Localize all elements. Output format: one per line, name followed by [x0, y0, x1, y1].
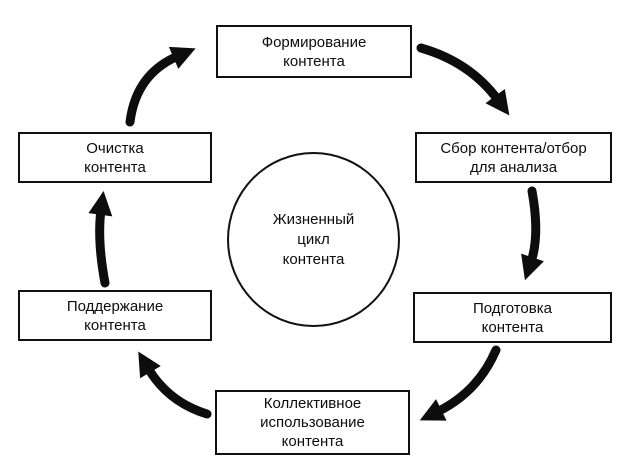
node-content-collection-selection: Сбор контента/отбор для анализа [415, 132, 612, 183]
node-content-preparation-line1: Подготовка [473, 299, 552, 317]
node-content-collective-use-line2: использование [260, 414, 365, 431]
arrow-sharing-to-maintenance-icon [138, 351, 212, 419]
node-content-formation: Формирование контента [216, 25, 412, 78]
arrow-formation-to-collection-icon [416, 43, 510, 116]
center-circle-line3: контента [282, 250, 345, 268]
node-content-collective-use-line3: контента [281, 433, 344, 450]
center-circle-content-lifecycle: Жизненный цикл контента [227, 152, 400, 327]
node-content-preparation-line2: контента [481, 318, 544, 336]
node-content-collective-use-line1: Коллективное [263, 395, 362, 412]
node-content-collection-line1: Сбор контента/отбор [440, 139, 587, 157]
node-content-cleanup: Очистка контента [18, 132, 212, 183]
arrow-cleanup-to-formation-icon [125, 46, 196, 127]
node-content-maintenance: Поддержание контента [18, 290, 212, 341]
center-circle-line2: цикл [297, 230, 330, 248]
node-content-formation-line2: контента [283, 52, 345, 70]
center-circle-line1: Жизненный [272, 210, 355, 228]
node-content-maintenance-line2: контента [84, 316, 146, 334]
node-content-cleanup-line2: контента [84, 158, 146, 176]
node-content-maintenance-line1: Поддержание [66, 297, 164, 315]
node-content-formation-line1: Формирование [261, 33, 367, 51]
node-content-collection-line2: для анализа [469, 158, 558, 176]
arrow-maintenance-to-cleanup-icon [88, 190, 113, 288]
node-content-cleanup-line1: Очистка [86, 139, 144, 157]
arrow-preparation-to-sharing-icon [419, 345, 501, 421]
node-content-preparation: Подготовка контента [413, 292, 612, 343]
node-content-collective-use: Коллективное использование контента [215, 390, 410, 455]
arrow-collection-to-preparation-icon [521, 186, 544, 281]
